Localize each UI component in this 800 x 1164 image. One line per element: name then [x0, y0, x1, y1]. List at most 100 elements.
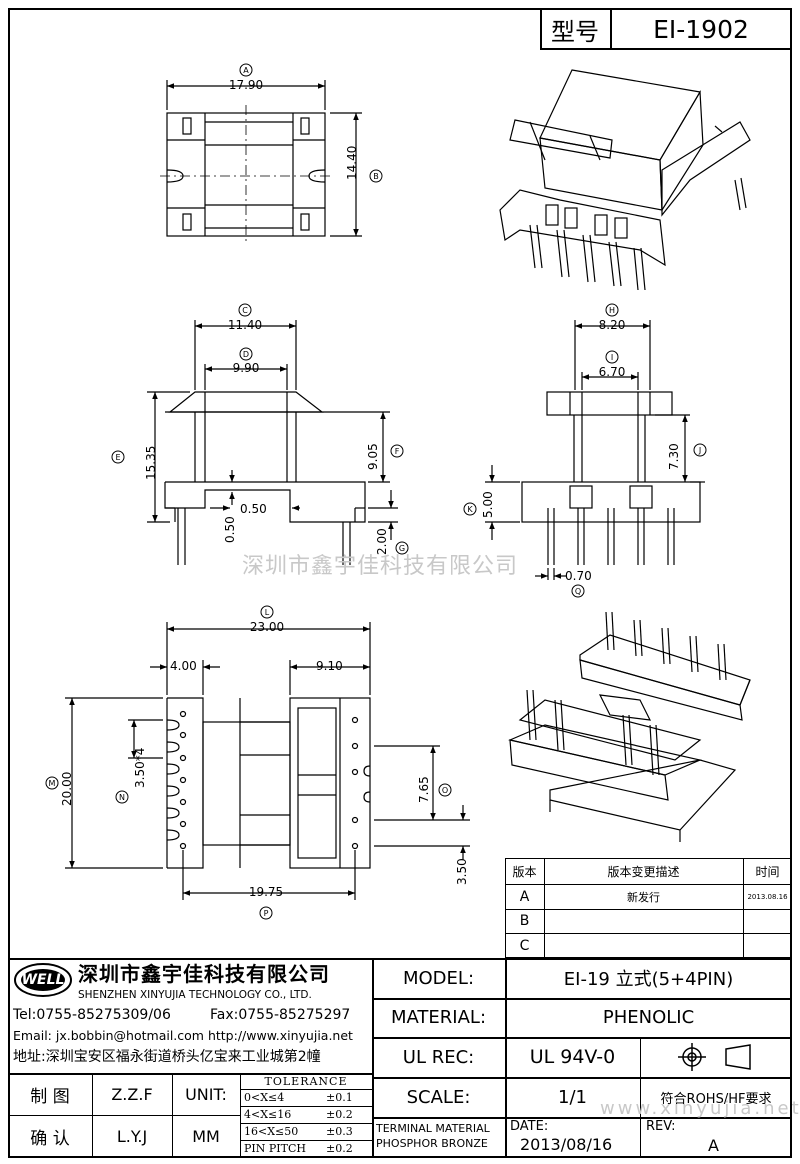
date-label: DATE: [510, 1119, 549, 1134]
company-email: Email: jx.bobbin@hotmail.com http://www.… [13, 1028, 353, 1043]
dim-J: 7.30 [667, 443, 681, 470]
rev-header-desc: 版本变更描述 [607, 864, 680, 879]
marker-Q-label: Q [575, 587, 581, 596]
rev-header-date: 时间 [755, 864, 780, 879]
dim-O: 7.65 [417, 776, 431, 803]
marker-G-label: G [399, 544, 405, 553]
marker-L: L [260, 605, 274, 619]
technical-drawings: A B C D E F G H I J K Q L M N O P [45, 63, 751, 920]
rev-row-b-version: B [519, 913, 530, 929]
dim-K: 5.00 [481, 491, 495, 518]
model-label: MODEL: [402, 967, 475, 989]
rev-value: A [708, 1136, 719, 1155]
marker-I-label: I [611, 353, 613, 362]
company-fax: Fax:0755-85275297 [210, 1007, 351, 1023]
terminal-material-value: PHOSPHOR BRONZE [376, 1137, 488, 1150]
scale-value: 1/1 [558, 1086, 587, 1108]
dim-C: 11.40 [227, 318, 263, 332]
dim-H: 8.20 [598, 318, 626, 332]
dim-E: 15.35 [144, 445, 158, 480]
marker-B: B [369, 169, 383, 183]
tol-value-4: ±0.2 [326, 1142, 353, 1155]
dim-gap: 0.50 [240, 502, 267, 516]
marker-A-label: A [243, 66, 249, 75]
rev-row-a-date: 2013.08.16 [747, 892, 788, 901]
dim-P: 19.75 [248, 885, 284, 899]
marker-E: E [111, 450, 125, 464]
rev-header-version: 版本 [512, 864, 537, 879]
bottom-view [65, 622, 470, 900]
marker-D-label: D [243, 350, 249, 359]
model-code: EI-1902 [653, 14, 749, 44]
marker-H-label: H [609, 306, 615, 315]
marker-H: H [605, 303, 619, 317]
unit-value: MM [192, 1127, 220, 1146]
tol-value-3: ±0.3 [326, 1125, 353, 1138]
front-view [147, 320, 398, 565]
marker-Q: Q [571, 584, 585, 598]
tol-range-2: 4<X≤16 [244, 1108, 292, 1121]
revision-table [505, 858, 792, 958]
marker-J-label: J [698, 446, 701, 455]
dim-N: 3.50*4 [133, 747, 147, 788]
rev-label: REV: [646, 1119, 676, 1134]
dim-M: 20.00 [60, 771, 74, 806]
rohs-note: 符合ROHS/HF要求 [660, 1091, 772, 1107]
iso-view-1 [499, 69, 751, 291]
ulrec-value: UL 94V-0 [529, 1046, 616, 1068]
scale-label: SCALE: [406, 1086, 471, 1108]
dim-gap-vertical: 0.50 [223, 516, 237, 543]
dim-right-width: 9.10 [316, 659, 343, 673]
marker-M: M [45, 776, 59, 790]
ulrec-label: UL REC: [402, 1046, 475, 1068]
marker-P: P [259, 906, 273, 920]
top-view [160, 80, 362, 244]
rev-row-a-desc: 新发行 [627, 890, 660, 904]
marker-N: N [115, 790, 129, 804]
rev-row-c-version: C [519, 937, 530, 954]
side-view [485, 320, 705, 580]
watermark-corner: www.xinyujia.net [600, 1098, 800, 1119]
dim-F: 9.05 [366, 443, 380, 470]
rev-row-a-version: A [519, 888, 530, 905]
dimension-markers: A B C D E F G H I J K Q L M N O P [45, 63, 707, 920]
marker-C-label: C [242, 306, 248, 315]
marker-C: C [238, 303, 252, 317]
company-name-cn: 深圳市鑫宇佳科技有限公司 [78, 962, 330, 986]
dim-I: 6.70 [598, 365, 626, 379]
dim-B: 14.40 [345, 145, 359, 180]
type-label: 型号 [551, 17, 599, 46]
check-name: L.Y.J [116, 1127, 148, 1146]
marker-G: G [395, 541, 409, 555]
logo-text: WELL [21, 972, 65, 988]
marker-O-label: O [442, 786, 448, 795]
projection-symbol-icon [678, 1043, 758, 1075]
dim-Q: 0.70 [565, 569, 592, 583]
tolerance-title: TOLERANCE [264, 1074, 348, 1088]
draw-name: Z.Z.F [111, 1084, 153, 1104]
title-block [8, 958, 792, 1158]
title-divider [610, 8, 612, 50]
dim-left-width: 4.00 [170, 659, 197, 673]
tol-range-3: 16<X≤50 [244, 1125, 299, 1138]
material-value: PHENOLIC [602, 1007, 695, 1028]
company-address: 地址:深圳宝安区福永街道桥头亿宝来工业城第2幢 [13, 1049, 321, 1065]
tol-value-2: ±0.2 [326, 1108, 353, 1121]
tol-value-1: ±0.1 [326, 1091, 353, 1104]
marker-J: J [693, 443, 707, 457]
marker-E-label: E [115, 453, 120, 462]
dim-D: 9.90 [232, 361, 260, 375]
tol-range-1: 0<X≤4 [244, 1091, 285, 1104]
dim-L: 23.00 [249, 620, 285, 634]
marker-K-label: K [467, 505, 473, 514]
iso-view-2 [508, 611, 751, 842]
marker-A: A [239, 63, 253, 77]
marker-I: I [605, 350, 619, 364]
marker-B-label: B [373, 172, 379, 181]
marker-F-label: F [395, 447, 400, 456]
marker-K: K [463, 502, 477, 516]
terminal-material-label: TERMINAL MATERIAL [376, 1122, 490, 1135]
dim-A: 17.90 [228, 78, 264, 92]
model-value: EI-19 立式(5+4PIN) [563, 969, 734, 990]
